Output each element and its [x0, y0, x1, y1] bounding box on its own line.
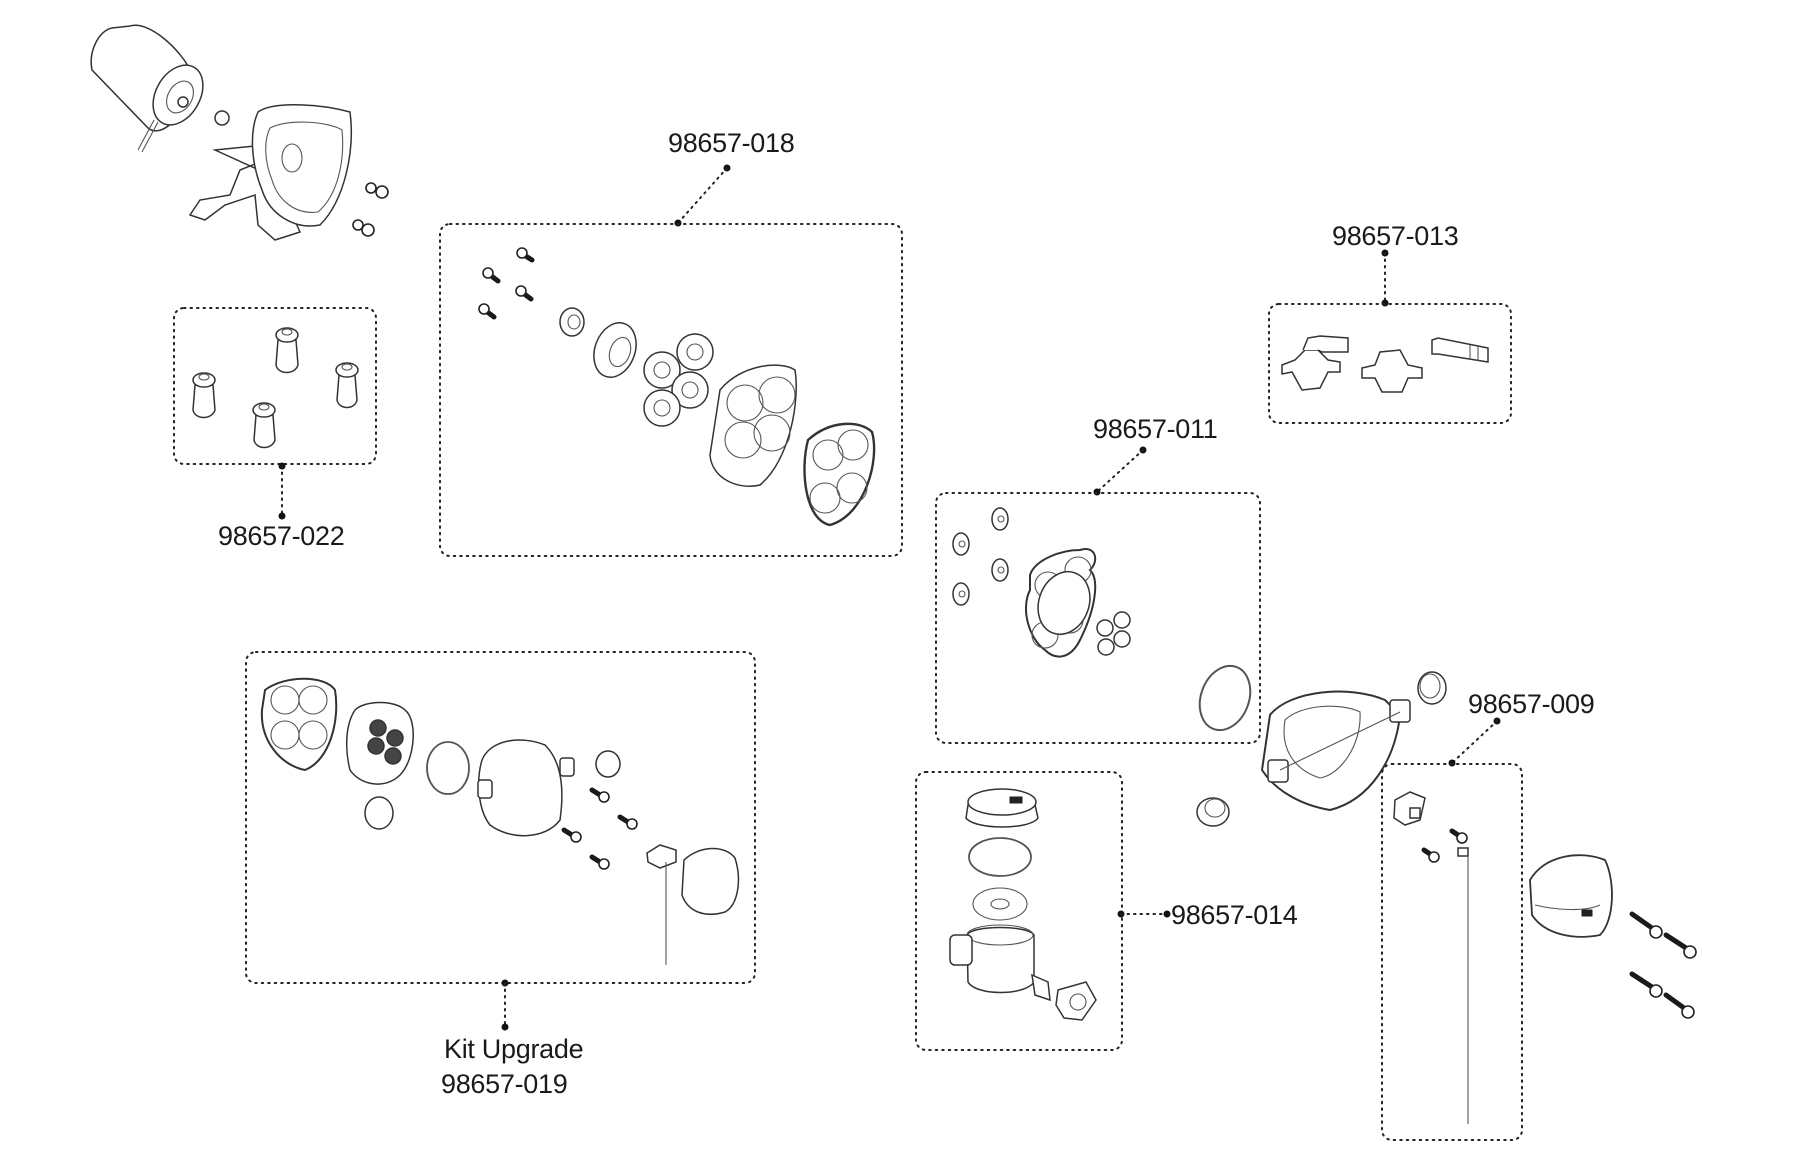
kit-013-label[interactable]: 98657-013 — [1332, 221, 1459, 251]
kit-013-parts — [1281, 335, 1489, 393]
kit-013[interactable]: 98657-013 — [1268, 221, 1512, 424]
leader-dot — [278, 512, 286, 520]
kit-019[interactable]: Kit Upgrade 98657-019 — [245, 651, 756, 1099]
check-valve-cap — [1417, 671, 1447, 705]
kit-011-label[interactable]: 98657-011 — [1093, 414, 1218, 444]
kit-018-parts — [478, 247, 876, 527]
motor — [90, 24, 204, 153]
kit-022-box — [173, 307, 377, 465]
kit-022-label[interactable]: 98657-022 — [218, 521, 345, 551]
switch-cover — [1529, 854, 1613, 938]
long-screws — [1629, 911, 1697, 1019]
plug — [1196, 797, 1230, 827]
kit-022[interactable]: 98657-022 — [173, 307, 377, 551]
kit-014-parts — [949, 788, 1097, 1021]
kit-019-parts — [260, 677, 740, 965]
kit-009-leader — [1451, 720, 1498, 764]
kit-011-box — [935, 492, 1261, 744]
leader-dot — [1381, 299, 1389, 307]
kit-011-leader — [1096, 449, 1144, 493]
kit-018[interactable]: 98657-018 — [439, 128, 903, 557]
kit-014-label[interactable]: 98657-014 — [1171, 900, 1298, 930]
kit-022-parts — [192, 327, 359, 449]
kit-013-box — [1268, 303, 1512, 424]
motor-assembly — [90, 24, 389, 241]
kit-018-box — [439, 223, 903, 557]
kit-018-label[interactable]: 98657-018 — [668, 128, 795, 158]
motor-mount-bracket — [188, 104, 352, 241]
kit-014[interactable]: 98657-014 — [915, 771, 1298, 1051]
kit-011[interactable]: 98657-011 — [935, 414, 1261, 744]
kit-019-label-line1[interactable]: Kit Upgrade — [444, 1034, 584, 1064]
kit-009-label[interactable]: 98657-009 — [1468, 689, 1595, 719]
motor-screws — [352, 182, 389, 237]
kit-011-parts — [952, 507, 1252, 732]
kit-018-leader — [677, 167, 728, 224]
leader-dot — [1163, 910, 1171, 918]
kit-019-label-line2[interactable]: 98657-019 — [441, 1069, 568, 1099]
leader-dot — [501, 1023, 509, 1031]
kit-009-parts — [1393, 791, 1469, 1124]
kit-009[interactable]: 98657-009 — [1381, 689, 1595, 1141]
kit-009-box — [1381, 763, 1523, 1141]
pump-head-housing — [1260, 690, 1411, 812]
